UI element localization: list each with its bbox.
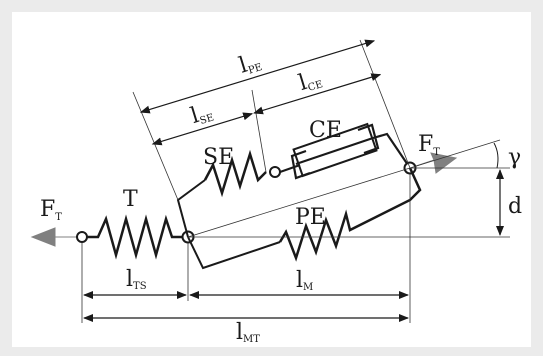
- gamma-label: γ: [508, 145, 521, 170]
- lce-dimension-line: [253, 73, 382, 115]
- force-left-label: FT: [40, 197, 62, 223]
- tendon-label: T: [123, 187, 138, 212]
- force-left-arrow: [30, 227, 78, 247]
- tendon-left-node: [76, 231, 88, 243]
- lower-branch-line: [187, 236, 281, 270]
- parallel-elastic-spring: [278, 167, 422, 262]
- force-right-arrow: [415, 152, 458, 174]
- lts-label: lTS: [126, 267, 147, 292]
- lmt-label: lMT: [236, 320, 260, 345]
- lm-label: lM: [296, 268, 313, 293]
- ce-dashpot-box: [292, 122, 378, 178]
- ce-rod: [279, 164, 301, 173]
- contractile-element: [290, 123, 411, 180]
- series-elastic-spring: [203, 149, 267, 198]
- se-ce-node: [269, 166, 281, 178]
- contractile-label: CE: [309, 118, 342, 143]
- tendon-spring: [87, 214, 182, 260]
- muscle-axis-line: [187, 167, 411, 238]
- d-label: d: [508, 194, 522, 219]
- gamma-axis-extension: [409, 139, 501, 169]
- lse-dimension-line: [151, 112, 254, 146]
- parallel-elastic-label: PE: [295, 205, 326, 230]
- gamma-arc: [493, 142, 499, 169]
- force-right-label: FT: [418, 132, 440, 158]
- diagram-panel: [12, 12, 531, 347]
- series-elastic-label: SE: [203, 145, 234, 170]
